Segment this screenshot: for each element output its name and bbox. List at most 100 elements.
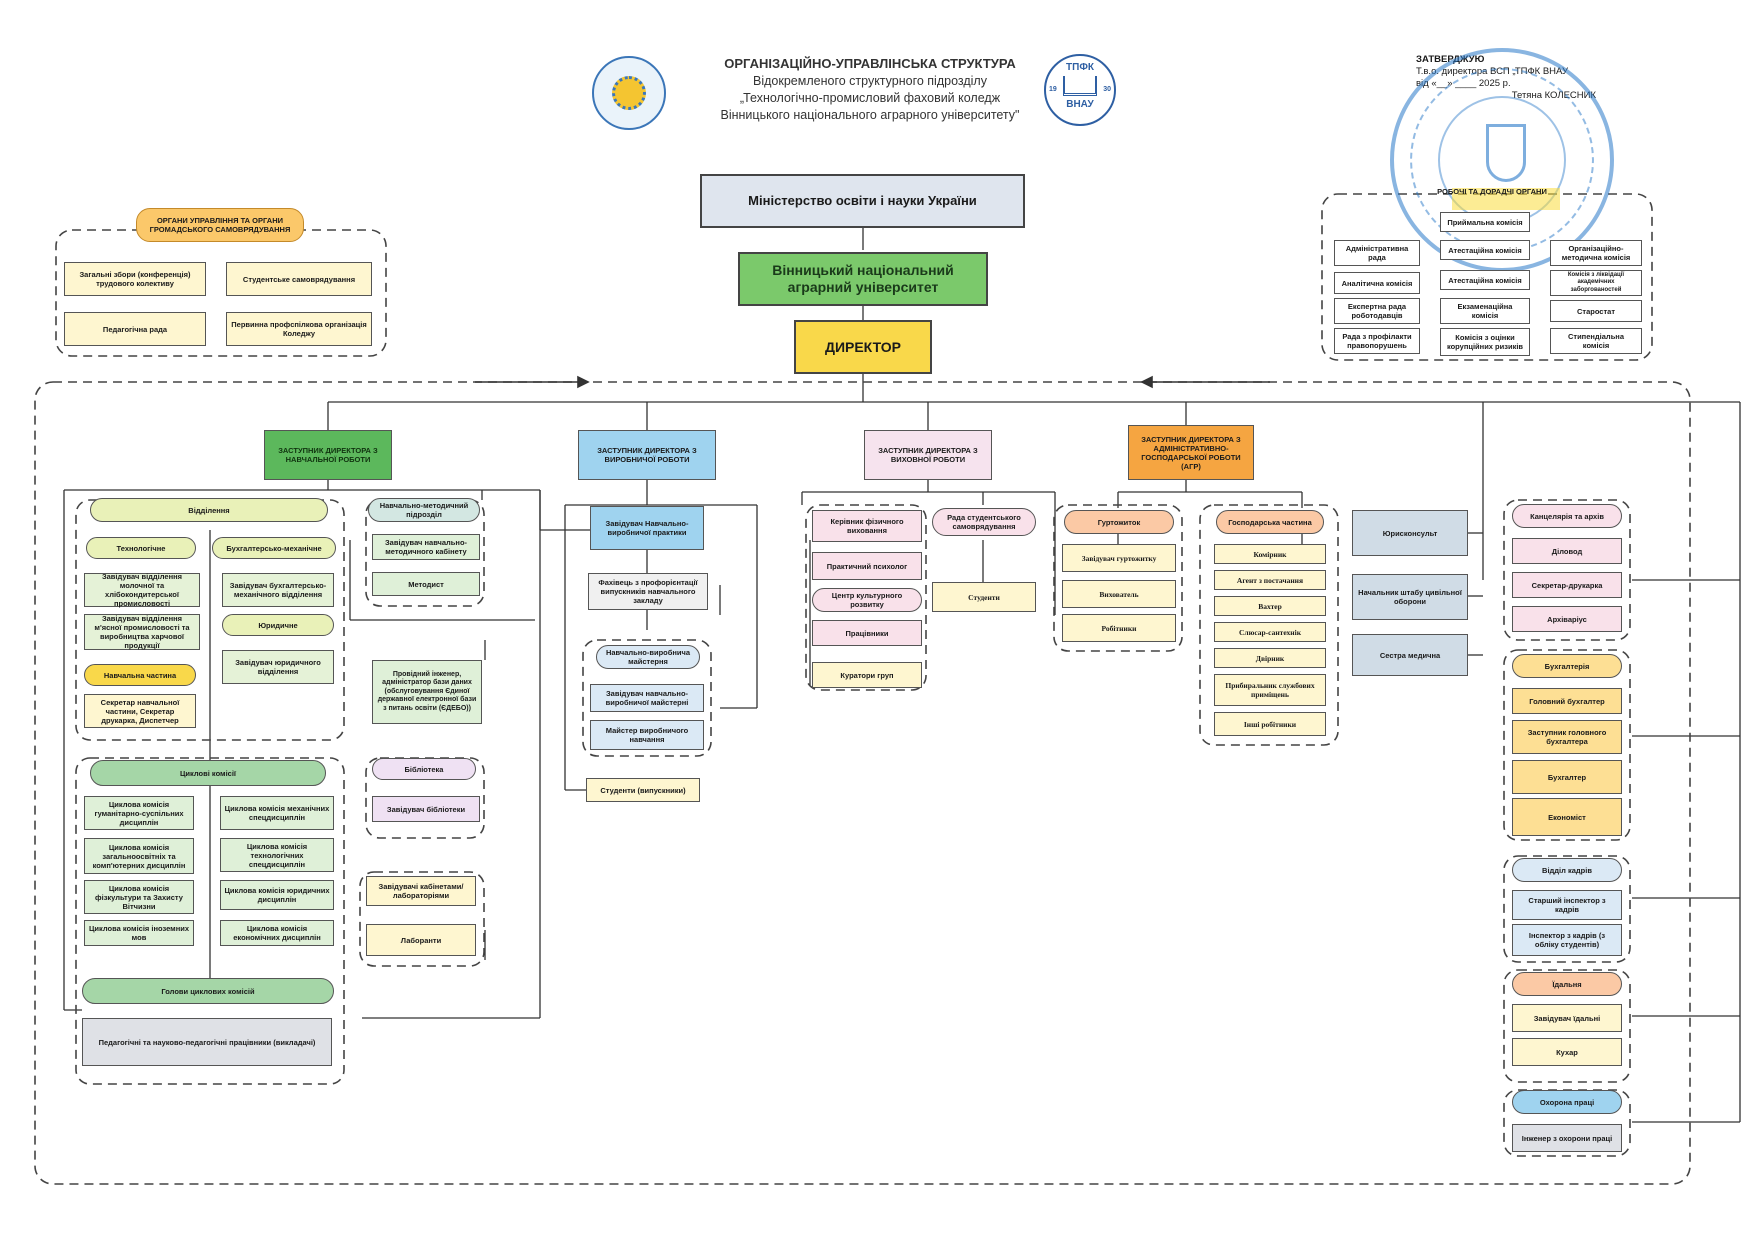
production-master: Майстер виробничого навчання (590, 720, 704, 750)
lawyer: Юрисконсульт (1352, 510, 1468, 556)
cyclic-item: Циклова комісія економічних дисциплін (220, 920, 334, 946)
accounting: Бухгалтерія (1512, 654, 1622, 678)
method-head: Завідувач навчально-методичного кабінету (372, 534, 480, 560)
deputy-academic: ЗАСТУПНИК ДИРЕКТОРА З НАВЧАЛЬНОЇ РОБОТИ (264, 430, 392, 480)
dept-legal-head: Завідувач юридичного відділення (222, 650, 334, 684)
canteen-item: Кухар (1512, 1038, 1622, 1066)
household-item: Слюсар-сантехнік (1214, 622, 1326, 642)
household: Господарська частина (1216, 510, 1324, 534)
title-line-2: Відокремленого структурного підрозділу (753, 74, 987, 88)
working-item: Приймальна комісія (1440, 212, 1530, 232)
departments-header: Відділення (90, 498, 328, 522)
self-gov-item: Педагогічна рада (64, 312, 206, 346)
working-item: Атестаційна комісія (1440, 270, 1530, 290)
cabinet-heads: Завідувачі кабінетами/ лабораторіями (366, 876, 476, 906)
student-council: Рада студентського самоврядування (932, 508, 1036, 536)
working-item: Екзаменаційна комісія (1440, 298, 1530, 324)
cyclic-item: Циклова комісія іноземних мов (84, 920, 194, 946)
dorm-item: Вихователь (1062, 580, 1176, 608)
cyclic-item: Циклова комісія юридичних дисциплін (220, 880, 334, 910)
dept-technological: Технологічне (86, 537, 196, 559)
dormitory: Гуртожиток (1064, 510, 1174, 534)
canteen-item: Завідувач їдальні (1512, 1004, 1622, 1032)
working-item: Організаційно-методична комісія (1550, 240, 1642, 266)
hr-item: Старший інспектор з кадрів (1512, 890, 1622, 920)
college-emblem-left (592, 56, 666, 130)
self-gov-item: Первинна профспілкова організація Коледж… (226, 312, 372, 346)
official-seal (1390, 48, 1614, 272)
office-item: Діловод (1512, 538, 1622, 564)
dorm-item: Завідувач гуртожитку (1062, 544, 1176, 572)
self-gov-item: Загальні збори (конференція) трудового к… (64, 262, 206, 296)
cyclic-heads: Голови циклових комісій (82, 978, 334, 1004)
college-logo-right: ТПФК ВНАУ 19 30 (1044, 54, 1116, 126)
students: Студенти (932, 582, 1036, 612)
canteen: Їдальня (1512, 972, 1622, 996)
working-item: Експертна рада роботодавців (1334, 298, 1420, 324)
dept-legal: Юридичне (222, 614, 334, 636)
psychologist: Практичний психолог (812, 552, 922, 580)
ministry-box: Міністерство освіти і науки України (700, 174, 1025, 228)
group-curators: Куратори груп (812, 662, 922, 688)
office-archive: Канцелярія та архів (1512, 504, 1622, 528)
dept-tech-head: Завідувач відділення молочної та хлібоко… (84, 572, 200, 608)
self-government-header: ОРГАНИ УПРАВЛІННЯ ТА ОРГАНИ ГРОМАДСЬКОГО… (136, 208, 304, 242)
working-item: Комісія з ліквідації академічних заборго… (1550, 270, 1642, 296)
practice-head: Завідувач Навчально-виробничої практики (590, 506, 704, 550)
working-item: Стипендіальна комісія (1550, 328, 1642, 354)
cyclic-item: Циклова комісія загальноосвітніх та комп… (84, 838, 194, 874)
civil-defense: Начальник штабу цивільної оборони (1352, 574, 1468, 620)
cyclic-item: Циклова комісія гуманітарно-суспільних д… (84, 796, 194, 830)
culture-staff: Працівники (812, 620, 922, 646)
flag-band (1452, 188, 1560, 210)
household-item: Агент з постачання (1214, 570, 1326, 590)
accounting-item: Бухгалтер (1512, 760, 1622, 794)
household-item: Прибиральник службових приміщень (1214, 674, 1326, 706)
working-bodies-header: РОБОЧІ ТА ДОРАДЧІ ОРГАНИ (1437, 186, 1547, 196)
phys-ed-head: Керівник фізичного виховання (812, 510, 922, 542)
university-box: Вінницький національний аграрний універс… (738, 252, 988, 306)
office-item: Архіваріус (1512, 606, 1622, 632)
working-item: Атестаційна комісія (1440, 240, 1530, 260)
household-item: Двірник (1214, 648, 1326, 668)
methodist: Методист (372, 572, 480, 596)
culture-center: Центр культурного розвитку (812, 588, 922, 612)
lab-assistants: Лаборанти (366, 924, 476, 956)
working-item: Адміністративна рада (1334, 240, 1420, 266)
working-item: Аналітична комісія (1334, 272, 1420, 294)
workshop-head: Завідувач навчально-виробничої майстерні (590, 684, 704, 712)
hr-department: Відділ кадрів (1512, 858, 1622, 882)
hr-item: Інспектор з кадрів (з обліку студентів) (1512, 924, 1622, 956)
working-item: Старостат (1550, 300, 1642, 322)
household-item: Комірник (1214, 544, 1326, 564)
sun-gear-icon (612, 76, 646, 110)
deputy-admin: ЗАСТУПНИК ДИРЕКТОРА З АДМІНІСТРАТИВНО-ГО… (1128, 425, 1254, 480)
graduates: Студенти (випускники) (586, 778, 700, 802)
household-item: Вахтер (1214, 596, 1326, 616)
nurse: Сестра медична (1352, 634, 1468, 676)
self-gov-item: Студентське самоврядування (226, 262, 372, 296)
dept-tech-head: Завідувач відділення м'ясної промисловос… (84, 614, 200, 650)
database-engineer: Провідний інженер, адміністратор бази да… (372, 660, 482, 724)
cyclic-commissions: Циклові комісії (90, 760, 326, 786)
dorm-item: Робітники (1062, 614, 1176, 642)
building-icon (1063, 76, 1097, 96)
career-specialist: Фахівець з профорієнтації випускників на… (588, 573, 708, 610)
title-line-3: „Технологічно-промисловий фаховий коледж (739, 91, 1001, 105)
cyclic-item: Циклова комісія механічних спецдисциплін (220, 796, 334, 830)
labor-safety: Охорона праці (1512, 1090, 1622, 1114)
accounting-item: Заступник головного бухгалтера (1512, 720, 1622, 754)
director-box: ДИРЕКТОР (794, 320, 932, 374)
dept-acc-head: Завідувач бухгалтерсько-механічного відд… (222, 573, 334, 607)
household-item: Інші робітники (1214, 712, 1326, 736)
dept-accounting-mech: Бухгалтерсько-механічне (212, 537, 336, 559)
accounting-item: Економіст (1512, 798, 1622, 836)
teachers: Педагогічні та науково-педагогічні праці… (82, 1018, 332, 1066)
library-head: Завідувач бібліотеки (372, 796, 480, 822)
coat-of-arms-icon (1486, 124, 1526, 182)
library: Бібліотека (372, 758, 476, 780)
page-title: ОРГАНІЗАЦІЙНО-УПРАВЛІНСЬКА СТРУКТУРА (724, 56, 1016, 71)
office-item: Секретар-друкарка (1512, 572, 1622, 598)
